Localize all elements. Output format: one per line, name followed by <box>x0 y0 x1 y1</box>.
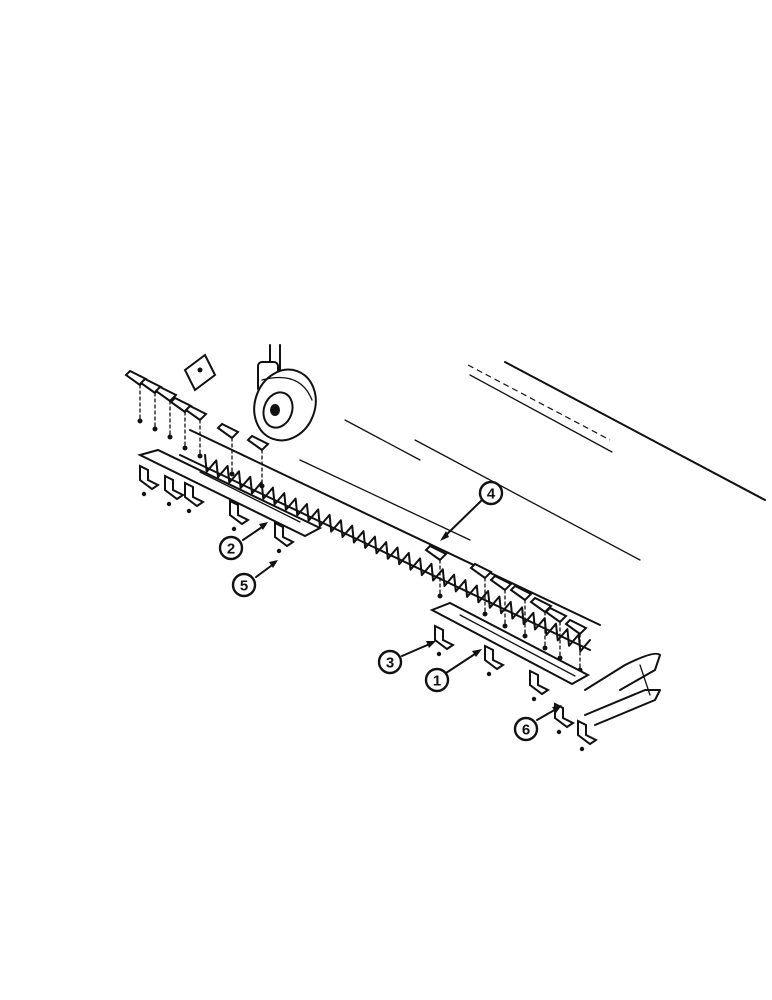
callout-3-label: 3 <box>386 655 394 672</box>
guards-left <box>124 369 270 489</box>
clip-bolt <box>141 491 147 497</box>
guard <box>564 618 588 636</box>
guard-nut <box>482 611 488 617</box>
guards-right <box>424 544 588 673</box>
callout-1-label: 1 <box>433 673 441 690</box>
hold-down-clip <box>554 702 575 729</box>
clip-bolt <box>531 696 537 702</box>
guard-nut <box>167 434 173 440</box>
callout-4-label: 4 <box>487 486 496 503</box>
clip-bolt <box>579 746 585 752</box>
callout-4: 4 <box>478 480 504 506</box>
callout-6: 6 <box>513 716 539 742</box>
guard-nut <box>197 453 203 459</box>
sickle-sections <box>204 454 591 653</box>
guard-nut <box>152 426 158 432</box>
guard <box>184 404 208 422</box>
gauge-wheel <box>253 344 317 442</box>
guard-nut <box>522 633 528 639</box>
hold-down-clip <box>229 499 250 526</box>
end-shoe-right <box>584 652 661 726</box>
guard-nut <box>182 445 188 451</box>
guard <box>469 562 493 580</box>
guard-nut <box>137 418 143 424</box>
hold-down-clip <box>529 669 550 696</box>
hold-down-clip <box>434 624 455 651</box>
callout-3: 3 <box>377 649 403 675</box>
wear-plate-left <box>137 448 323 538</box>
guard-nut <box>502 623 508 629</box>
clip-bolt <box>486 671 492 677</box>
callout-1: 1 <box>424 667 450 693</box>
hold-down-clip <box>577 719 598 746</box>
callout-2: 2 <box>218 535 244 561</box>
guard-nut <box>437 593 443 599</box>
callout-2-label: 2 <box>227 541 235 558</box>
callout-6-label: 6 <box>522 722 530 739</box>
guard <box>216 422 240 440</box>
callout-5-label: 5 <box>240 578 248 595</box>
clip-bolt <box>166 501 172 507</box>
leader-lines <box>242 499 562 721</box>
hold-down-clip <box>184 481 205 508</box>
end-bracket-left <box>183 353 217 392</box>
guard-nut <box>542 645 548 651</box>
clip-bolt <box>556 729 562 735</box>
callout-5: 5 <box>231 572 257 598</box>
header-frame <box>344 361 766 561</box>
hold-down-clip <box>139 464 160 491</box>
guard <box>246 434 270 452</box>
guard <box>154 385 178 403</box>
wear-plate-right <box>429 601 591 686</box>
clip-bolt <box>231 526 237 532</box>
clip-bolt <box>436 651 442 657</box>
guard <box>509 584 533 602</box>
guard <box>544 606 568 624</box>
guard-nut <box>229 471 235 477</box>
clip-bolt <box>186 508 192 514</box>
hold-down-clip <box>274 521 295 548</box>
cutterbar <box>179 429 601 651</box>
guard <box>489 574 513 592</box>
clip-bolt <box>276 548 282 554</box>
guard <box>424 544 448 562</box>
hold-down-clip <box>484 644 505 671</box>
guard-nut <box>259 483 265 489</box>
hold-down-clips <box>139 464 598 752</box>
hold-down-clip <box>164 474 185 501</box>
